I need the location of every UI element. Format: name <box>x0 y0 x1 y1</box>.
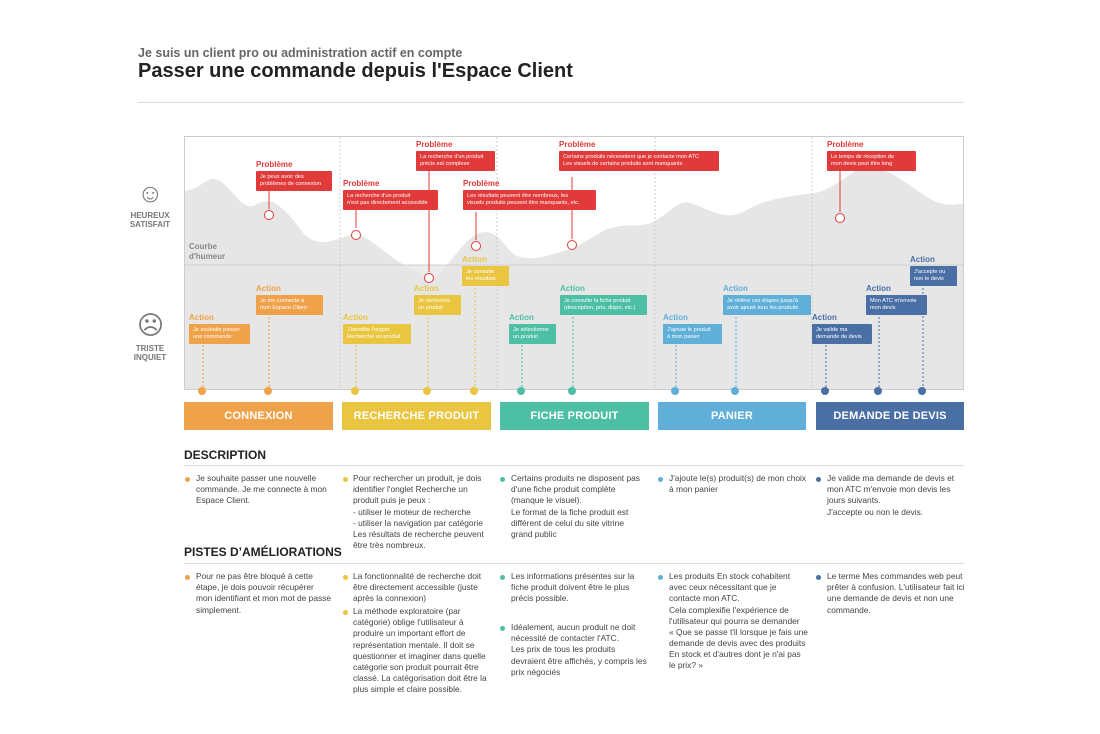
bullet <box>658 477 663 482</box>
description-connexion: Je souhaite passer une nouvelle commande… <box>196 473 327 506</box>
improvement-recherche-1: La fonctionnalité de recherche doit être… <box>353 571 482 604</box>
problem-marker <box>567 240 577 250</box>
action-box: Je valide ma demande de devis <box>812 324 872 344</box>
bullet <box>816 477 821 482</box>
action-label: Action <box>189 313 214 322</box>
phase-demande-de-devis: DEMANDE DE DEVIS <box>816 402 964 430</box>
action-label: Action <box>910 255 935 264</box>
improvement-connexion: Pour ne pas être bloqué à cette étape, j… <box>196 571 332 615</box>
timeline-dot <box>821 387 829 395</box>
timeline-dot <box>568 387 576 395</box>
timeline-dot <box>517 387 525 395</box>
header-divider <box>138 102 964 103</box>
page-subtitle: Je suis un client pro ou administration … <box>138 46 463 60</box>
bullet <box>343 610 348 615</box>
action-box: Je recherche un produit <box>414 295 461 315</box>
timeline-dot <box>423 387 431 395</box>
problem-box-fiche: Certains produits nécessitent que je con… <box>559 151 719 171</box>
problem-label: Problème <box>343 179 380 188</box>
bullet <box>185 477 190 482</box>
action-box: Je réitère ces étapes jusqu'à avoir ajou… <box>723 295 811 315</box>
description-panier: J'ajoute le(s) produit(s) de mon choix à… <box>669 473 807 495</box>
bullet <box>500 575 505 580</box>
problem-marker <box>471 241 481 251</box>
improvement-devis: Le terme Mes commandes web peut prêter à… <box>827 571 965 615</box>
bullet <box>500 477 505 482</box>
page-title: Passer une commande depuis l'Espace Clie… <box>138 60 573 82</box>
timeline-dot <box>731 387 739 395</box>
phase-connexion: CONNEXION <box>184 402 333 430</box>
timeline-dot <box>470 387 478 395</box>
problem-marker <box>351 230 361 240</box>
description-recherche: Pour rechercher un produit, je dois iden… <box>353 473 484 551</box>
action-box: J'ajoute le produit à mon panier <box>663 324 722 344</box>
problem-label: Problème <box>416 140 453 149</box>
phase-panier: PANIER <box>658 402 806 430</box>
mood-chart <box>184 136 964 390</box>
mood-curve-label: Courbe d'humeur <box>189 242 226 261</box>
phase-fiche-produit: FICHE PRODUIT <box>500 402 649 430</box>
improvement-recherche-2: La méthode exploratoire (par catégorie) … <box>353 606 487 695</box>
problem-box-connexion: Je peux avoir des problèmes de connexion <box>256 171 332 191</box>
improvement-fiche-1: Les informations présentes sur la fiche … <box>511 571 635 604</box>
problem-label: Problème <box>256 160 293 169</box>
problem-box-recherche-complexe: La recherche d'un produit précis est com… <box>416 151 495 171</box>
problem-label: Problème <box>827 140 864 149</box>
problem-marker <box>835 213 845 223</box>
timeline-dot <box>874 387 882 395</box>
improvement-panier: Les produits En stock cohabitent avec ce… <box>669 571 808 671</box>
action-box: Je consulte les résultats <box>462 266 509 286</box>
problem-box-resultats: Les résultats peuvent être nombreux, les… <box>463 190 596 210</box>
problem-box-devis: Le temps de réception de mon devis peut … <box>827 151 916 171</box>
bullet <box>343 477 348 482</box>
action-box: Mon ATC m'envoie mon devis <box>866 295 927 315</box>
action-label: Action <box>256 284 281 293</box>
improvement-fiche-2: Idéalement, aucun produit ne doit nécess… <box>511 622 647 677</box>
smiley-happy-icon: ☺ <box>137 178 164 208</box>
timeline-dot <box>198 387 206 395</box>
action-box: Je me connecte à mon Espace Client <box>256 295 323 315</box>
description-title: DESCRIPTION <box>184 448 267 462</box>
problem-marker <box>264 210 274 220</box>
timeline-dot <box>351 387 359 395</box>
action-label: Action <box>723 284 748 293</box>
problem-label: Problème <box>463 179 500 188</box>
bullet <box>185 575 190 580</box>
happy-label: HEUREUX SATISFAIT <box>129 211 171 230</box>
bullet <box>343 575 348 580</box>
action-label: Action <box>663 313 688 322</box>
phase-recherche-produit: RECHERCHE PRODUIT <box>342 402 491 430</box>
action-box: Je sélectionne un produit <box>509 324 556 344</box>
bullet <box>816 575 821 580</box>
action-box: J'identifie l'onglet Recherche un produi… <box>343 324 411 344</box>
problem-label: Problème <box>559 140 596 149</box>
action-label: Action <box>509 313 534 322</box>
action-label: Action <box>812 313 837 322</box>
action-label: Action <box>343 313 368 322</box>
action-label: Action <box>462 255 487 264</box>
bullet <box>658 575 663 580</box>
sad-label: TRISTE INQUIET <box>133 344 167 363</box>
problem-box-recherche-acces: La recherche d'un produit n'est pas dire… <box>343 190 438 210</box>
description-fiche: Certains produits ne disposent pas d'une… <box>511 473 640 539</box>
action-label: Action <box>560 284 585 293</box>
smiley-sad-icon: ☹ <box>137 310 165 340</box>
action-label: Action <box>866 284 891 293</box>
action-label: Action <box>414 284 439 293</box>
timeline-dot <box>671 387 679 395</box>
bullet <box>500 626 505 631</box>
improvements-title: PISTES D’AMÉLIORATIONS <box>184 545 342 559</box>
problem-marker <box>424 273 434 283</box>
action-box: Je souhaite passer une commande <box>189 324 250 344</box>
timeline-dot <box>264 387 272 395</box>
description-devis: Je valide ma demande de devis et mon ATC… <box>827 473 955 517</box>
description-divider <box>184 465 964 466</box>
action-box: Je consulte la fiche produit (descriptio… <box>560 295 647 315</box>
timeline-dot <box>918 387 926 395</box>
improvements-divider <box>184 563 964 564</box>
action-box: J'accepte ou non le devis <box>910 266 957 286</box>
